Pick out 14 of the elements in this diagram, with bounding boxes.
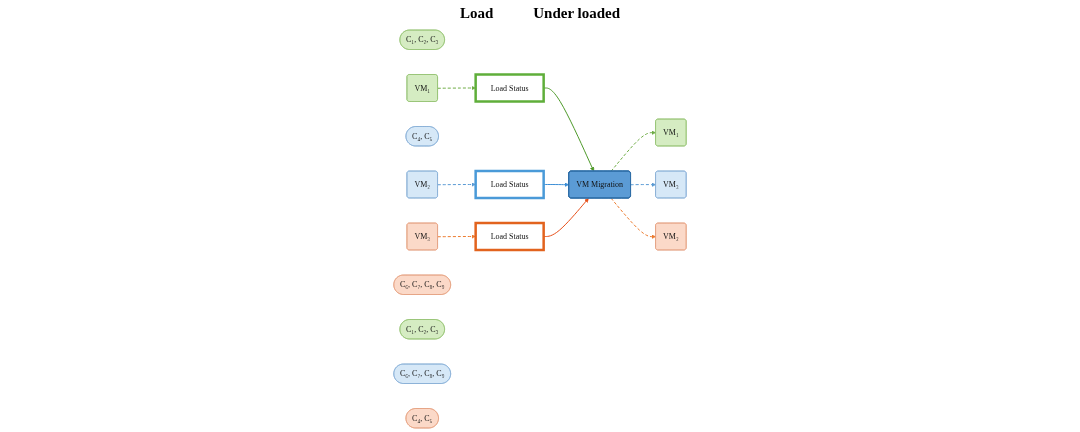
annotation-text: Under loaded — [533, 4, 621, 22]
arrow — [543, 87, 595, 172]
arrow — [610, 130, 656, 172]
arrow — [543, 198, 589, 237]
arrow — [437, 182, 476, 187]
node-box: Load Status — [474, 169, 545, 200]
arrow — [437, 234, 476, 239]
arrow — [610, 197, 656, 239]
node-box: Load Status — [474, 221, 545, 252]
node-box: Load Status — [474, 73, 545, 103]
arrow — [630, 182, 656, 187]
annotation-text: Load — [459, 4, 494, 22]
arrow — [543, 182, 570, 187]
arrow — [437, 85, 476, 91]
